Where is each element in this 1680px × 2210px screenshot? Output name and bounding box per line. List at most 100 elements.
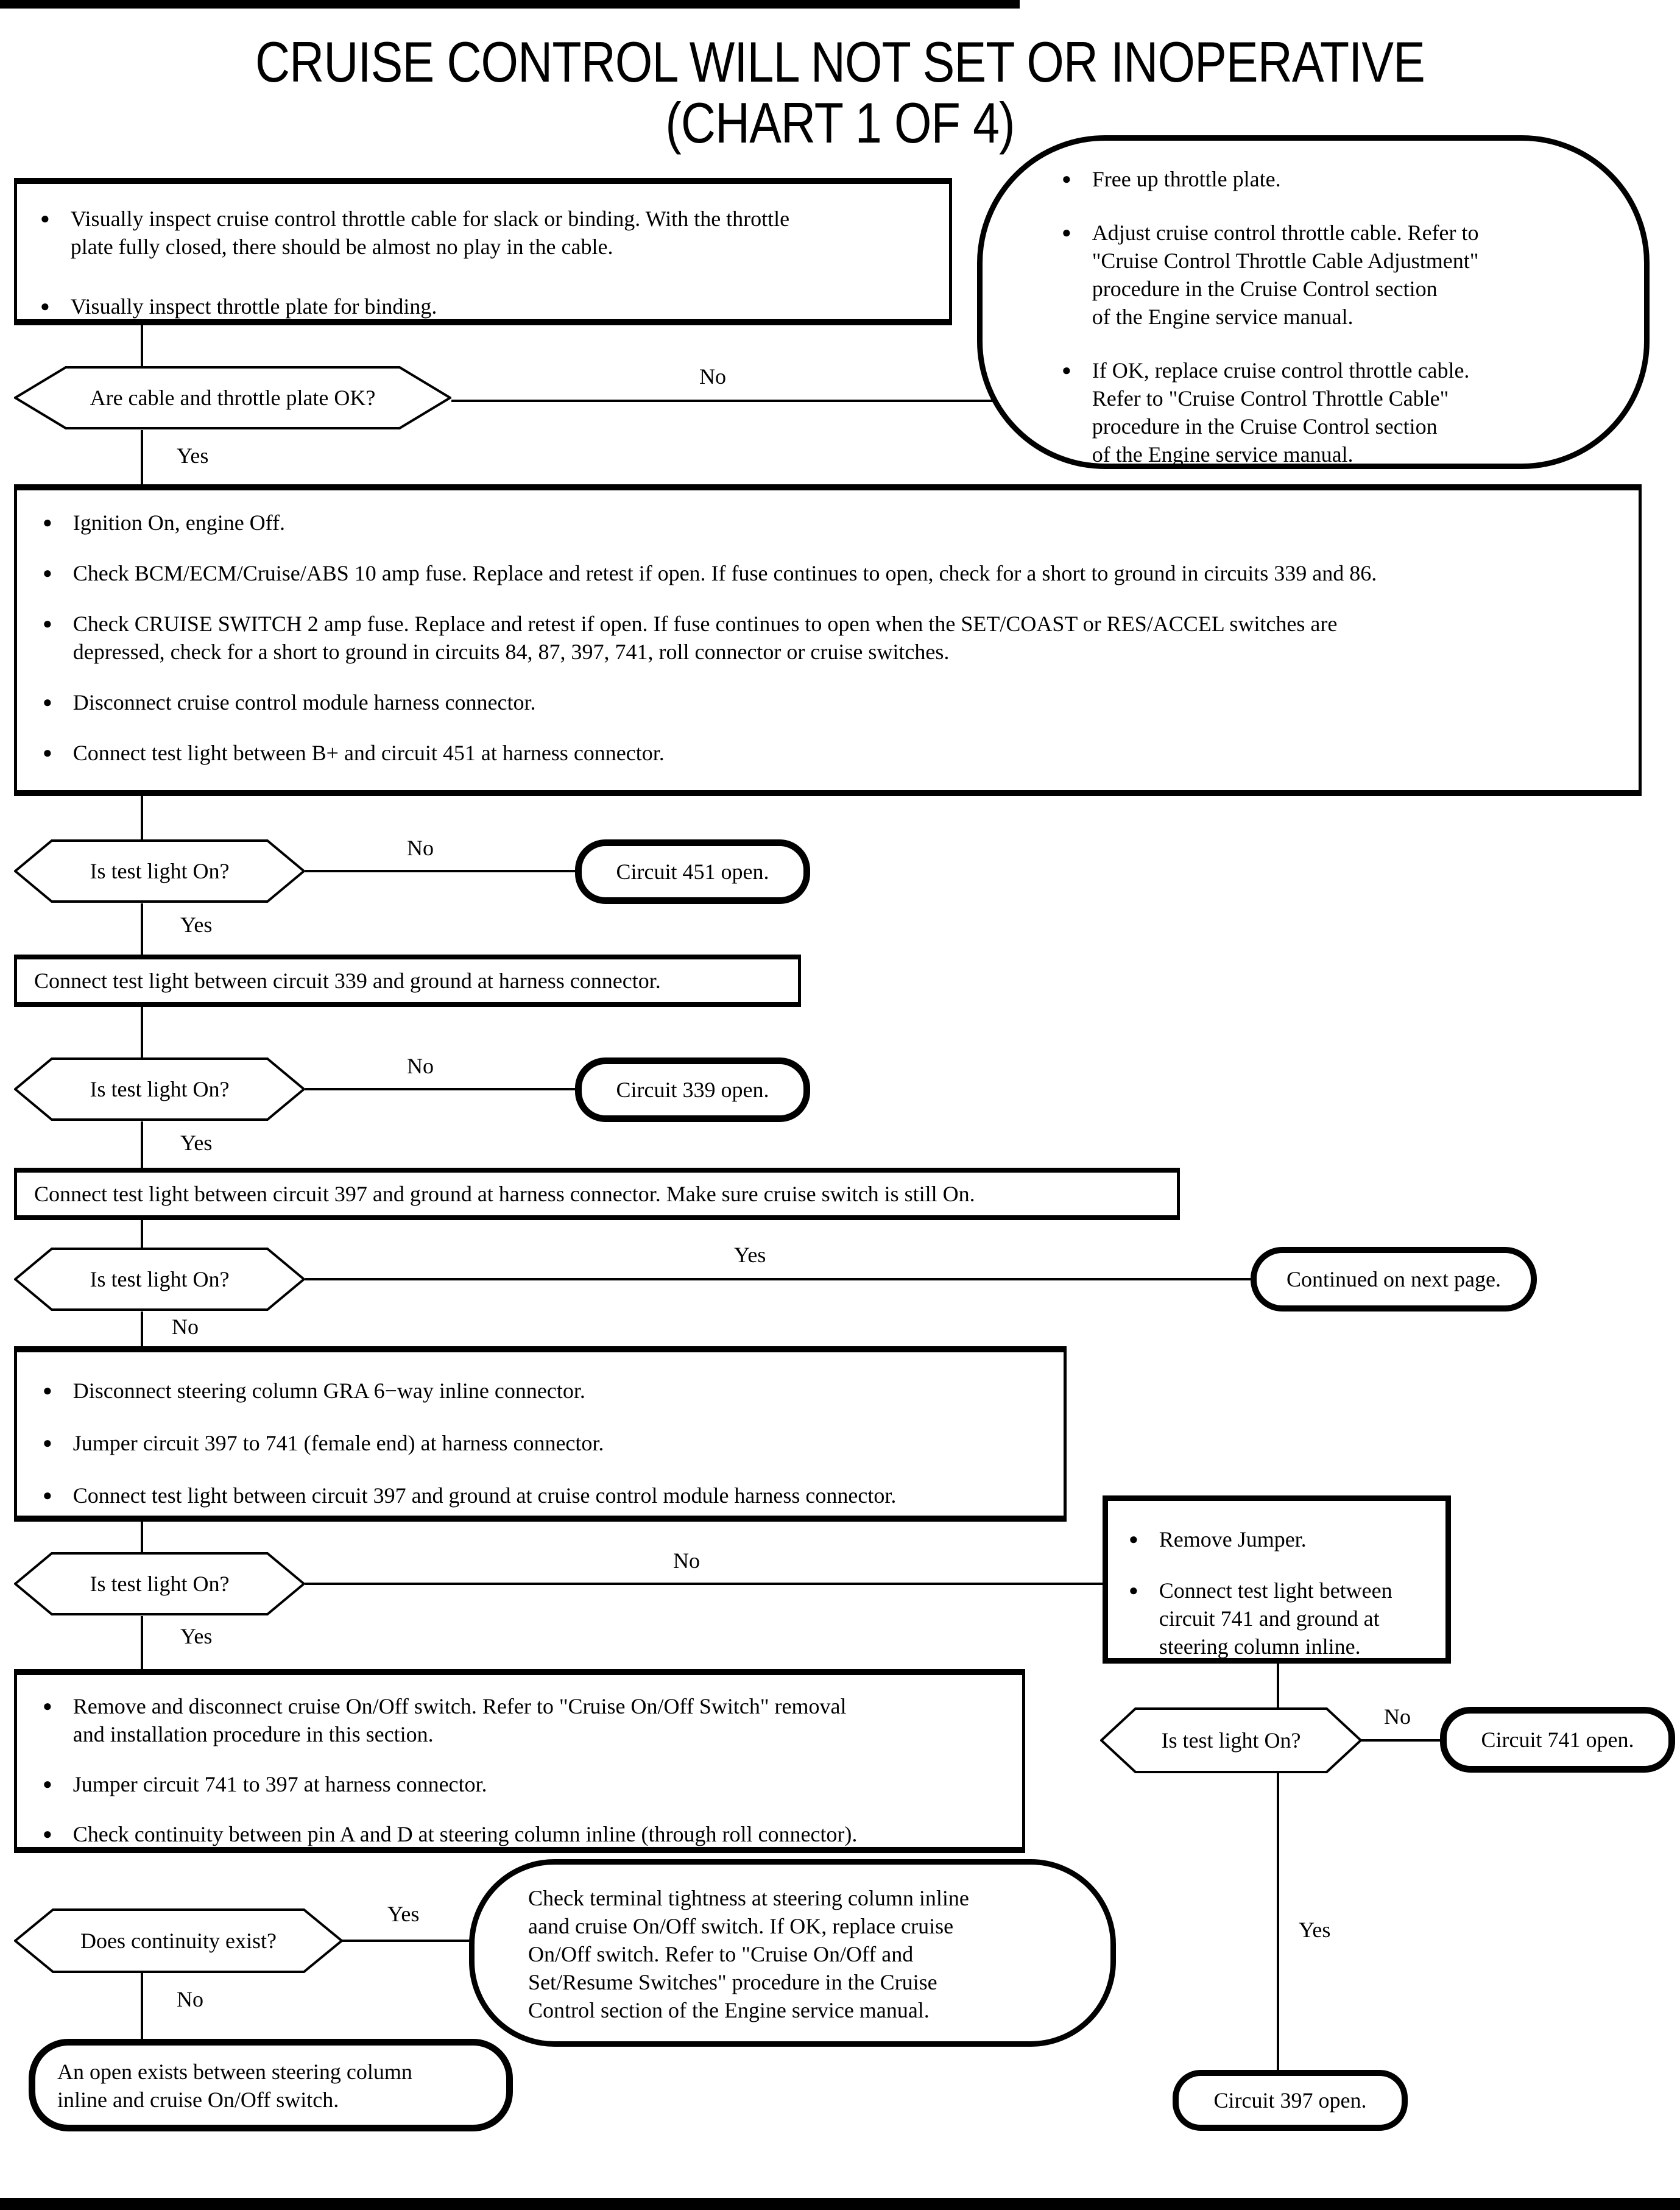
flow-line	[141, 1520, 143, 1553]
decision-question: Are cable and throttle plate OK?	[90, 386, 376, 410]
decision-test-light-1: Is test light On?	[14, 839, 305, 903]
flow-line	[305, 1088, 579, 1090]
list-item: ● Remove and disconnect cruise On/Off sw…	[43, 1692, 1004, 1748]
terminal-check-tightness: Check terminal tightness at steering col…	[469, 1859, 1116, 2047]
step-text: Connect test light between circuit 397 a…	[72, 1483, 897, 1508]
terminal-open-exists: An open exists between steering column i…	[29, 2039, 513, 2131]
list-item: ● Disconnect cruise control module harne…	[43, 688, 1617, 716]
process-setup-checks: ● Ignition On, engine Off. ● Check BCM/E…	[14, 484, 1642, 796]
decision-test-light-5: Is test light On?	[1100, 1707, 1362, 1774]
hexagon-shape	[1100, 1707, 1362, 1773]
step-text: Connect test light between B+ and circui…	[72, 741, 665, 765]
list-item: ● Ignition On, engine Off.	[43, 509, 1617, 537]
flow-line	[141, 1312, 143, 1348]
flow-line	[1277, 1662, 1279, 1709]
list-item: ● Connect test light between B+ and circ…	[43, 739, 1617, 767]
decision-question: Is test light On?	[90, 859, 230, 883]
hexagon-shape	[14, 839, 305, 903]
step-text: Disconnect cruise control module harness…	[72, 690, 536, 715]
flow-line	[305, 1583, 1109, 1585]
list-item: ● If OK, replace cruise control throttle…	[1062, 356, 1614, 468]
bullet-icon: ●	[1062, 361, 1071, 379]
page-title-line2: (CHART 1 OF 4)	[665, 91, 1015, 155]
edge-label-no: No	[172, 1315, 199, 1339]
list-item: ● Visually inspect throttle plate for bi…	[40, 292, 927, 320]
terminal-circuit-451-open: Circuit 451 open.	[575, 839, 810, 904]
edge-label-yes: Yes	[387, 1902, 420, 1926]
decision-test-light-4: Is test light On?	[14, 1552, 305, 1616]
flow-line	[141, 1121, 143, 1169]
bullet-icon: ●	[1129, 1530, 1138, 1548]
bullet-icon: ●	[43, 1697, 52, 1715]
step-text: Free up throttle plate.	[1092, 167, 1281, 191]
edge-label-no: No	[407, 836, 434, 860]
list-item: ● Check CRUISE SWITCH 2 amp fuse. Replac…	[43, 610, 1617, 666]
edge-label-yes: Yes	[177, 443, 209, 468]
decision-question: Is test light On?	[90, 1267, 230, 1291]
process-connect-397: Connect test light between circuit 397 a…	[14, 1168, 1180, 1220]
bullet-icon: ●	[43, 1825, 52, 1843]
edge-label-no: No	[177, 1987, 203, 2011]
step-text: Visually inspect throttle plate for bind…	[70, 294, 437, 319]
list-item: ● Jumper circuit 397 to 741 (female end)…	[43, 1429, 1042, 1457]
list-item: ● Check continuity between pin A and D a…	[43, 1820, 1004, 1848]
list-item: ● Jumper circuit 741 to 397 at harness c…	[43, 1770, 1004, 1798]
flow-line	[141, 323, 143, 367]
flow-line	[1361, 1739, 1452, 1742]
decision-test-light-2: Is test light On?	[14, 1057, 305, 1121]
step-text: Jumper circuit 741 to 397 at harness con…	[72, 1772, 487, 1796]
edge-label-yes: Yes	[1299, 1918, 1331, 1942]
list-item: ● Free up throttle plate.	[1062, 165, 1614, 193]
list-item: ● Check BCM/ECM/Cruise/ABS 10 amp fuse. …	[43, 559, 1617, 587]
hexagon-shape	[14, 1552, 305, 1615]
page-title: CRUISE CONTROL WILL NOT SET OR INOPERATI…	[0, 32, 1680, 154]
terminal-text: An open exists between steering column i…	[57, 2060, 412, 2112]
edge-label-yes: Yes	[734, 1243, 766, 1267]
list-item: ● Connect test light between circuit 397…	[43, 1481, 1042, 1509]
list-item: ● Adjust cruise control throttle cable. …	[1062, 219, 1614, 331]
flow-line	[451, 400, 1005, 402]
bullet-icon: ●	[43, 564, 52, 582]
process-remove-jumper: ● Remove Jumper. ● Connect test light be…	[1103, 1495, 1451, 1664]
terminal-continued-next-page: Continued on next page.	[1251, 1247, 1537, 1312]
scan-artifact-top	[0, 0, 1020, 9]
flow-line	[1277, 1773, 1279, 2072]
bullet-icon: ●	[43, 1486, 52, 1504]
bullet-icon: ●	[1129, 1581, 1138, 1599]
bullet-icon: ●	[43, 693, 52, 711]
step-text: Visually inspect cruise control throttle…	[70, 207, 790, 259]
step-text: Jumper circuit 397 to 741 (female end) a…	[72, 1431, 604, 1455]
step-text: Remove and disconnect cruise On/Off swit…	[72, 1694, 847, 1746]
step-text: Ignition On, engine Off.	[72, 510, 285, 535]
step-text: Disconnect steering column GRA 6−way inl…	[72, 1379, 585, 1403]
terminal-circuit-339-open: Circuit 339 open.	[575, 1057, 810, 1122]
edge-label-yes: Yes	[180, 913, 213, 937]
flow-line	[141, 430, 143, 486]
bullet-icon: ●	[43, 615, 52, 632]
process-onoff-switch: ● Remove and disconnect cruise On/Off sw…	[14, 1669, 1025, 1853]
list-item: ● Visually inspect cruise control thrott…	[40, 205, 927, 261]
flow-line	[141, 1616, 143, 1671]
bullet-icon: ●	[40, 210, 50, 227]
hexagon-shape	[14, 366, 451, 429]
step-text: Adjust cruise control throttle cable. Re…	[1092, 221, 1479, 329]
flow-line	[342, 1940, 488, 1942]
step-text: Connect test light between circuit 741 a…	[1159, 1578, 1392, 1659]
flow-line	[141, 1972, 143, 2041]
decision-question: Is test light On?	[1161, 1728, 1301, 1753]
hexagon-shape	[14, 1248, 305, 1311]
step-text: Check CRUISE SWITCH 2 amp fuse. Replace …	[72, 612, 1338, 664]
edge-label-no: No	[699, 364, 726, 389]
bullet-icon: ●	[1062, 224, 1071, 241]
bullet-icon: ●	[43, 514, 52, 531]
flow-line	[141, 1220, 143, 1248]
step-text: Check BCM/ECM/Cruise/ABS 10 amp fuse. Re…	[72, 561, 1377, 585]
flow-line	[305, 1278, 1262, 1280]
terminal-circuit-741-open: Circuit 741 open.	[1440, 1707, 1675, 1773]
list-item: ● Remove Jumper.	[1129, 1525, 1433, 1553]
terminal-fix-throttle: ● Free up throttle plate. ● Adjust cruis…	[977, 135, 1650, 469]
decision-question: Does continuity exist?	[80, 1929, 277, 1953]
edge-label-yes: Yes	[180, 1624, 213, 1648]
edge-label-no: No	[1384, 1704, 1411, 1729]
